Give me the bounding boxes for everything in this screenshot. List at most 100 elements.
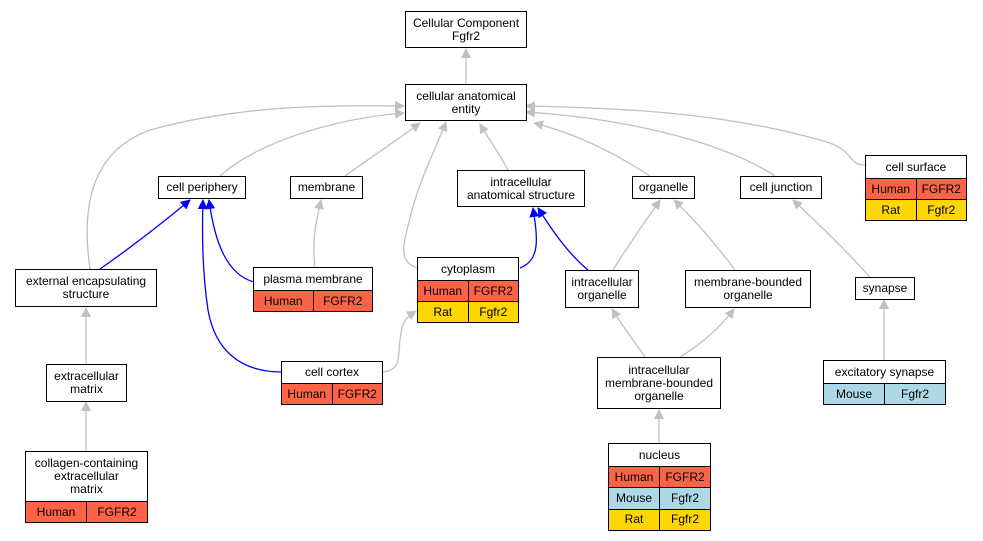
species-cell: Human <box>254 291 313 311</box>
species-cell: Mouse <box>609 488 659 509</box>
annotation-row: Human FGFR2 <box>866 178 966 199</box>
species-cell: Human <box>866 179 916 199</box>
node-label: cell surface <box>885 159 947 174</box>
edge-plasma-membrane-to-cell-periphery <box>205 199 255 283</box>
gene-cell: FGFR2 <box>467 281 518 301</box>
node-cell-cortex[interactable]: cell cortex Human FGFR2 <box>281 361 383 405</box>
species-cell: Human <box>282 384 332 404</box>
node-cytoplasm[interactable]: cytoplasm Human FGFR2 Rat Fgfr2 <box>417 257 519 323</box>
node-label: cell cortex <box>304 365 360 379</box>
node-cell-periphery[interactable]: cell periphery <box>158 176 246 199</box>
node-external-encapsulating-structure[interactable]: external encapsulating structure <box>15 269 157 307</box>
annotation-row: Human FGFR2 <box>282 383 382 404</box>
edge-intra-organelle-to-organelle <box>612 199 661 271</box>
node-label: external encapsulating <box>25 274 147 288</box>
node-organelle[interactable]: organelle <box>632 176 695 199</box>
gene-cell: FGFR2 <box>331 384 382 404</box>
edge-imbo-to-mbo <box>679 308 735 358</box>
node-header: nucleus <box>609 444 710 466</box>
node-label: synapse <box>862 281 908 295</box>
gene-cell: Fgfr2 <box>659 509 710 530</box>
node-extracellular-matrix[interactable]: extracellular matrix <box>46 364 127 402</box>
node-label: intracellular <box>490 174 552 189</box>
gene-cell: FGFR2 <box>312 291 372 311</box>
annotation-row: Human FGFR2 <box>418 280 518 301</box>
species-cell: Mouse <box>824 384 884 404</box>
node-intracellular-anatomical-structure[interactable]: intracellular anatomical structure <box>457 170 585 207</box>
node-label: organelle <box>638 180 689 194</box>
node-label: cytoplasm <box>440 261 496 276</box>
gene-cell: FGFR2 <box>86 502 147 522</box>
edge-organelle-to-cae <box>533 120 651 177</box>
annotation-row: Rat Fgfr2 <box>418 301 518 322</box>
node-label: membrane <box>297 180 356 194</box>
node-membrane-bounded-organelle[interactable]: membrane-bounded organelle <box>685 270 811 308</box>
node-label: intracellular <box>571 275 633 289</box>
node-label: entity <box>451 101 481 116</box>
node-header: cytoplasm <box>418 258 518 280</box>
node-label: membrane-bounded <box>604 375 714 390</box>
node-cellular-anatomical-entity[interactable]: cellular anatomical entity <box>405 84 527 121</box>
annotation-row: Human FGFR2 <box>609 466 710 488</box>
node-excitatory-synapse[interactable]: excitatory synapse Mouse Fgfr2 <box>823 360 946 405</box>
node-nucleus[interactable]: nucleus Human FGFR2 Mouse Fgfr2 Rat Fgfr… <box>608 443 711 531</box>
edge-synapse-to-cell-junction <box>792 199 871 278</box>
node-header: cell surface <box>866 156 966 178</box>
node-label: cell periphery <box>166 180 238 194</box>
gene-cell: Fgfr2 <box>659 488 710 509</box>
annotation-row: Rat Fgfr2 <box>609 508 710 530</box>
node-header: plasma membrane <box>254 268 372 290</box>
gene-cell: Fgfr2 <box>884 384 945 404</box>
species-cell: Rat <box>418 302 468 322</box>
gene-cell: Fgfr2 <box>467 302 518 322</box>
edge-cell-cortex-to-cell-periphery <box>197 199 283 373</box>
species-cell: Human <box>609 467 659 488</box>
edge-mbo-to-organelle <box>673 199 736 271</box>
edge-cytoplasm-to-ias <box>519 207 540 269</box>
edge-imbo-to-intra-organelle <box>611 308 646 358</box>
node-label: Cellular Component <box>412 15 520 30</box>
node-intracellular-organelle[interactable]: intracellular organelle <box>565 270 639 308</box>
node-label: nucleus <box>638 447 681 462</box>
node-label: plasma membrane <box>263 271 363 286</box>
edge-ees-to-cae <box>86 100 405 270</box>
edge-intra-organelle-to-ias <box>537 207 589 271</box>
node-label: organelle <box>577 288 627 302</box>
node-cell-surface[interactable]: cell surface Human FGFR2 Rat Fgfr2 <box>865 155 967 221</box>
node-label: cell junction <box>749 180 813 194</box>
node-label: cellular anatomical <box>416 88 516 103</box>
species-cell: Human <box>418 281 468 301</box>
annotation-row: Mouse Fgfr2 <box>824 383 945 404</box>
node-label: anatomical structure <box>466 187 576 202</box>
node-label: matrix <box>70 382 103 396</box>
gene-cell: Fgfr2 <box>915 200 966 220</box>
node-plasma-membrane[interactable]: plasma membrane Human FGFR2 <box>253 267 373 312</box>
node-label: organelle <box>723 288 773 302</box>
edge-cell-junction-to-cae <box>525 107 776 177</box>
edge-cell-surface-to-cae <box>525 101 867 166</box>
node-label: membrane-bounded <box>693 275 803 289</box>
node-header: excitatory synapse <box>824 361 945 383</box>
node-collagen-containing-extracellular-matrix[interactable]: collagen-containing extracellular matrix… <box>25 451 148 523</box>
node-intracellular-membrane-bounded-organelle[interactable]: intracellular membrane-bounded organelle <box>597 357 721 409</box>
node-cell-junction[interactable]: cell junction <box>740 176 822 199</box>
gene-cell: FGFR2 <box>915 179 966 199</box>
annotation-row: Human FGFR2 <box>254 290 372 311</box>
edge-cell-cortex-to-cytoplasm <box>382 310 417 373</box>
species-cell: Human <box>26 502 86 522</box>
node-membrane[interactable]: membrane <box>290 176 363 199</box>
annotation-row: Rat Fgfr2 <box>866 199 966 220</box>
node-label: extracellular <box>54 469 119 483</box>
node-label: structure <box>62 287 110 301</box>
node-label: intracellular <box>628 362 690 377</box>
node-cellular-component[interactable]: Cellular Component Fgfr2 <box>405 11 527 48</box>
node-label: Fgfr2 <box>451 28 480 43</box>
annotation-row: Human FGFR2 <box>26 501 147 522</box>
edge-plasma-membrane-to-membrane <box>313 199 324 269</box>
node-synapse[interactable]: synapse <box>855 277 915 300</box>
node-header: cell cortex <box>282 362 382 383</box>
species-cell: Rat <box>866 200 916 220</box>
edge-ees-to-cell-periphery <box>99 199 191 270</box>
edge-ias-to-cae <box>479 123 509 171</box>
